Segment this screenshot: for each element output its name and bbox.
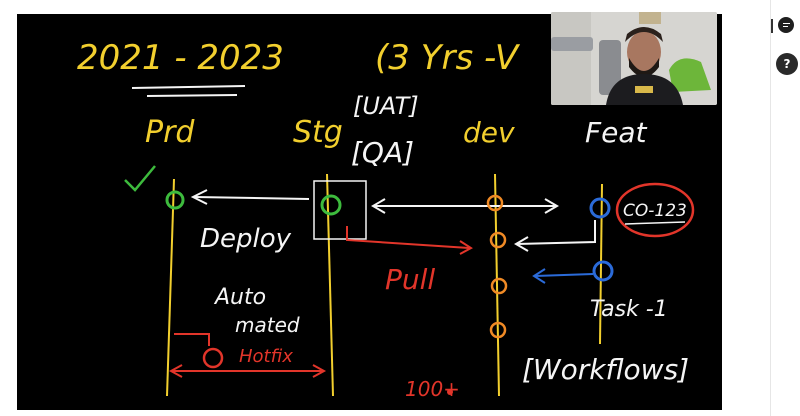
env-label-feat: Feat	[585, 116, 647, 149]
commit-prd	[165, 190, 185, 210]
count-label: 100+	[405, 377, 460, 401]
commit-feat-2	[592, 260, 614, 282]
timeline-prd	[166, 178, 175, 397]
whiteboard-drawing: 2021 - 2023 (3 Yrs -V Prd Stg dev Feat […	[77, 38, 695, 401]
pull-label: Pull	[385, 263, 435, 296]
stg-box	[313, 180, 367, 240]
question-mark-icon[interactable]: ?	[776, 53, 798, 75]
commit-dev-3	[490, 277, 508, 295]
feat-dev-arrow	[516, 220, 596, 245]
title-note: (3 Yrs -V	[375, 38, 521, 78]
check-icon	[124, 165, 156, 192]
task-label: Task -1	[590, 297, 668, 322]
hotfix-label: Hotfix	[239, 346, 293, 367]
commit-dev-4	[489, 321, 507, 339]
env-label-dev: dev	[463, 116, 515, 149]
chat-bubble-icon[interactable]	[778, 17, 794, 33]
bracket-qa: [QA]	[351, 136, 414, 169]
timeline-stg	[326, 173, 334, 397]
deploy-arrow	[194, 196, 310, 200]
ticket-circle	[615, 182, 695, 238]
title-underline-1	[131, 85, 246, 89]
title-underline-2	[146, 94, 238, 97]
workflows-label: [Workflows]	[522, 353, 689, 386]
automated-label-1: Auto	[213, 285, 266, 310]
sidebar-active-marker	[771, 19, 773, 33]
timeline-feat	[599, 183, 603, 345]
pull-arrow	[346, 226, 470, 249]
bracket-uat: [UAT]	[353, 92, 419, 120]
commit-feat-1	[589, 197, 611, 219]
title-years: 2021 - 2023	[77, 38, 284, 78]
env-label-prd: Prd	[145, 115, 195, 150]
automated-label-2: mated	[235, 313, 300, 337]
right-sidebar: ?	[770, 0, 800, 416]
hotfix-branch	[174, 333, 210, 346]
pen-cursor	[447, 389, 453, 395]
env-label-stg: Stg	[293, 115, 343, 150]
commit-hotfix	[202, 347, 224, 369]
deploy-label: Deploy	[200, 224, 292, 254]
commit-dev-2	[489, 231, 507, 249]
commit-stg	[320, 194, 342, 216]
webcam-overlay	[551, 12, 717, 105]
timeline-dev	[494, 173, 500, 397]
ticket-label: CO-123	[623, 201, 687, 221]
task-arrow	[534, 273, 594, 277]
commit-dev-1	[486, 194, 504, 212]
presenter-video	[551, 12, 717, 105]
